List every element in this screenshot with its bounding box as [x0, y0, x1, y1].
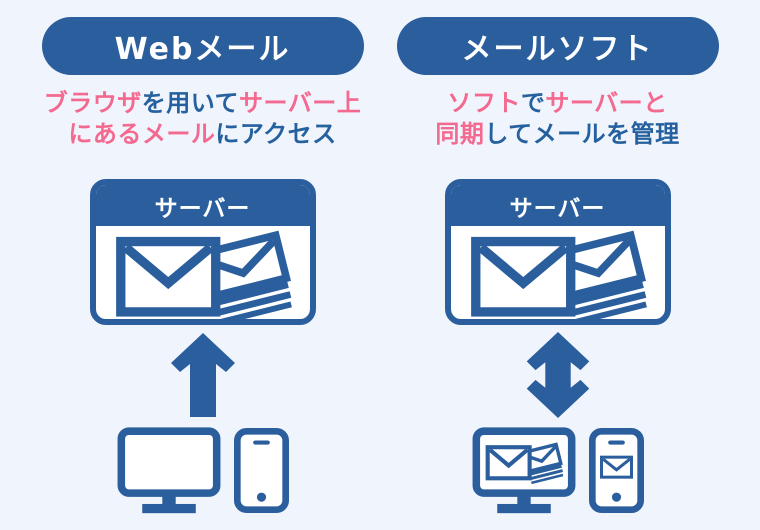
mailsoft-server-box: サーバー	[444, 179, 671, 325]
webmail-description: ブラウザを用いてサーバー上 にあるメールにアクセス	[44, 88, 362, 150]
webmail-server-header: サーバー	[95, 185, 310, 226]
envelope-stack-icon	[469, 228, 647, 317]
webmail-description-line-1: ブラウザを用いてサーバー上	[43, 89, 362, 117]
webmail-arrow-area	[170, 333, 235, 417]
desktop-monitor-icon	[117, 427, 221, 514]
sync-arrow-icon	[526, 332, 589, 418]
webmail-title: Webメール	[114, 32, 291, 67]
webmail-description-line-2: にあるメールにアクセス	[68, 120, 337, 148]
mailsoft-description: ソフトでサーバーと 同期してメールを管理	[435, 88, 679, 150]
smartphone-icon	[234, 428, 289, 513]
mailsoft-server-body	[451, 226, 665, 319]
smartphone-with-mail-icon	[589, 428, 644, 513]
mailsoft-arrow-area	[526, 332, 590, 418]
envelope-stack-icon	[114, 228, 292, 317]
upload-arrow-icon	[170, 333, 235, 417]
mailsoft-title: メールソフト	[461, 32, 654, 67]
webmail-server-body	[96, 226, 310, 319]
mailsoft-server-header: サーバー	[450, 185, 665, 226]
mailsoft-description-line-2: 同期してメールを管理	[435, 120, 680, 148]
mailsoft-title-pill: メールソフト	[396, 17, 719, 75]
mailsoft-server-label: サーバー	[509, 195, 606, 222]
column-mailsoft: メールソフト ソフトでサーバーと 同期してメールを管理 サーバー	[395, 17, 720, 530]
webmail-server-box: サーバー	[89, 179, 316, 325]
mailsoft-description-line-1: ソフトでサーバーと	[447, 89, 668, 117]
webmail-devices	[117, 427, 289, 514]
column-webmail: Webメール ブラウザを用いてサーバー上 にあるメールにアクセス サーバー	[40, 17, 365, 530]
webmail-title-pill: Webメール	[41, 17, 364, 75]
mailsoft-devices	[472, 427, 644, 514]
desktop-monitor-with-mail-icon	[472, 427, 576, 514]
webmail-server-label: サーバー	[154, 195, 251, 222]
